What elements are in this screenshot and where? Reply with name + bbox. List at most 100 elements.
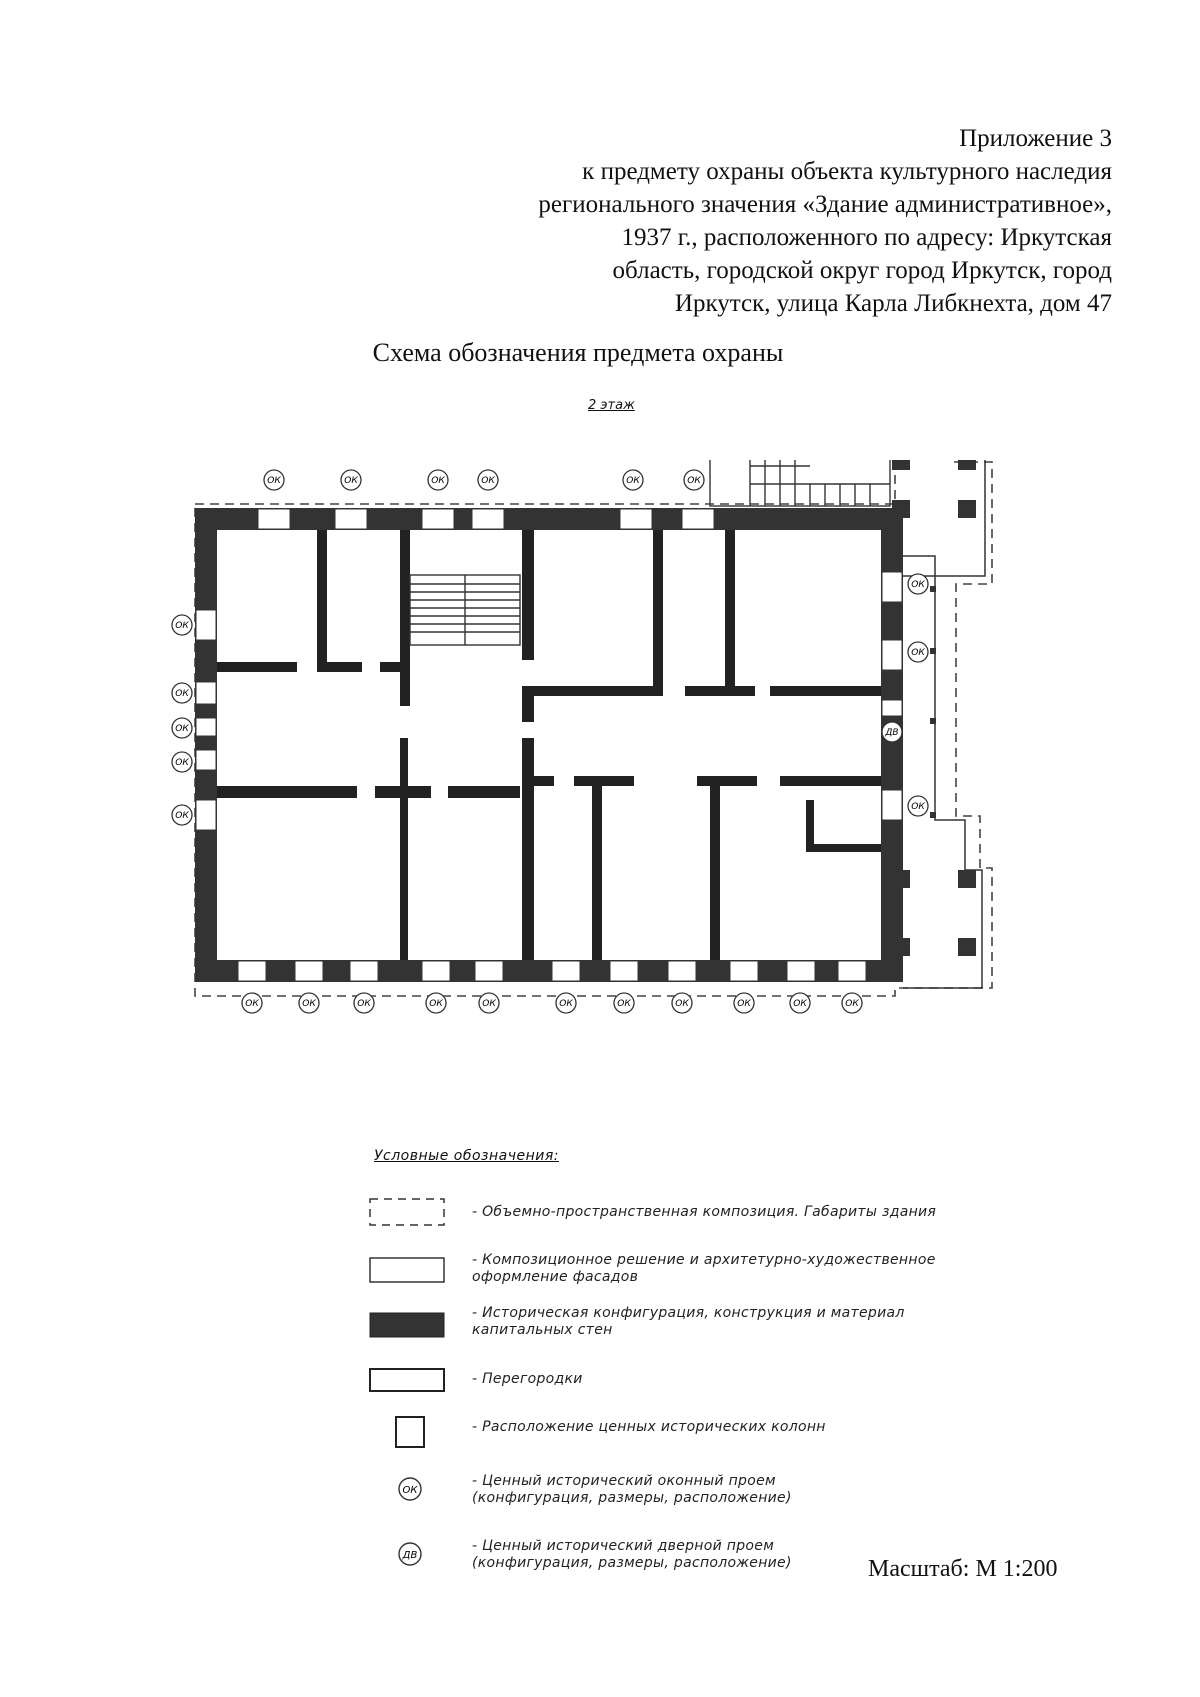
partition-rect-symbol <box>369 1368 445 1392</box>
window-opening <box>257 508 291 530</box>
annex <box>892 460 986 989</box>
ok-window-marker: ОК <box>171 751 193 773</box>
column <box>892 500 910 518</box>
ok-window-marker: ОК <box>478 992 500 1014</box>
ok-window-marker: ОК <box>353 992 375 1014</box>
ok-marker-text: ОК <box>302 999 316 1009</box>
legend-text: - Ценный исторический оконный проем (кон… <box>472 1473 792 1507</box>
window-opening <box>294 960 324 982</box>
interior-wall <box>780 776 881 786</box>
historic-columns <box>892 460 976 956</box>
ok-window-marker: ОК <box>241 992 263 1014</box>
window-opening <box>729 960 759 982</box>
interior-wall <box>217 786 357 798</box>
legend-heading: Условные обозначения: <box>374 1148 559 1164</box>
column <box>958 870 976 888</box>
legend-item: ОК - Ценный исторический оконный проем (… <box>368 1473 968 1533</box>
interior-wall <box>534 776 554 786</box>
document-title: Схема обозначения предмета охраны <box>0 338 1200 368</box>
interior-wall <box>806 844 881 852</box>
window-opening <box>619 508 653 530</box>
window-opening <box>195 681 217 705</box>
ok-marker-text: ОК <box>175 758 189 768</box>
column <box>958 500 976 518</box>
legend-item: ДВ - Ценный исторический дверной проем (… <box>368 1538 968 1598</box>
ok-window-marker: ОК <box>298 992 320 1014</box>
interior-wall <box>317 530 327 672</box>
ok-window-marker: ОК <box>555 992 577 1014</box>
legend-text: - Объемно-пространственная композиция. Г… <box>472 1204 936 1221</box>
floor-plan: ОК ОК ОК ОК ОК ОК ОК ОК ОК ОК ОК ОК ОК О… <box>171 460 993 1014</box>
interior-wall <box>574 776 634 786</box>
legend-line: - Ценный исторический дверной проем <box>472 1538 775 1554</box>
interior-wall <box>685 686 755 696</box>
header-line: Иркутск, улица Карла Либкнехта, дом 47 <box>674 290 1112 317</box>
header-line: к предмету охраны объекта культурного на… <box>582 158 1112 185</box>
ok-marker-text: ОК <box>737 999 751 1009</box>
ok-marker-text: ОК <box>175 724 189 734</box>
appendix-header: Приложение 3 к предмету охраны объекта к… <box>352 122 1112 320</box>
ok-marker-text: ОК <box>481 476 495 486</box>
ok-window-marker: ОК <box>171 682 193 704</box>
ok-marker-text: ОК <box>845 999 859 1009</box>
header-line: регионального значения «Здание администр… <box>538 191 1112 218</box>
dv-marker-text: ДВ <box>884 728 898 738</box>
window-opening <box>195 799 217 831</box>
legend-line: - Ценный исторический оконный проем <box>472 1473 776 1489</box>
legend-line: - Перегородки <box>472 1371 583 1387</box>
dv-door-marker: ДВ <box>881 721 903 743</box>
ok-window-marker: ОК <box>841 992 863 1014</box>
legend-line: - Расположение ценных исторических колон… <box>472 1419 826 1435</box>
column <box>958 460 976 470</box>
interior-wall <box>653 530 663 696</box>
annex-tower <box>903 460 986 577</box>
interior-wall <box>317 662 362 672</box>
window-opening <box>881 639 903 671</box>
column-square-symbol <box>395 1416 425 1448</box>
ok-window-marker: ОК <box>171 717 193 739</box>
steps-outline <box>709 460 891 507</box>
ok-window-marker: ОК <box>427 469 449 491</box>
column <box>958 938 976 956</box>
ok-marker-text: ОК <box>793 999 807 1009</box>
header-line: область, городской округ город Иркутск, … <box>612 257 1112 284</box>
window-opening <box>421 508 455 530</box>
ok-markers: ОК ОК ОК ОК ОК ОК ОК ОК ОК ОК ОК ОК ОК О… <box>171 469 929 1014</box>
legend-line: - Историческая конфигурация, конструкция… <box>472 1305 905 1321</box>
ok-window-marker: ОК <box>907 795 929 817</box>
interior-wall <box>400 530 410 672</box>
legend-item: - Перегородки <box>368 1365 968 1425</box>
dv-marker-symbol: ДВ <box>398 1542 422 1566</box>
ok-marker-text: ОК <box>175 811 189 821</box>
window-opening <box>667 960 697 982</box>
entrance-steps <box>709 460 891 507</box>
ok-marker-text: ОК <box>559 999 573 1009</box>
pillar <box>930 648 936 654</box>
interior-wall <box>725 530 735 696</box>
ok-window-marker: ОК <box>907 573 929 595</box>
ok-window-marker: ОК <box>263 469 285 491</box>
legend-line: (конфигурация, размеры, расположение) <box>472 1555 792 1571</box>
interior-wall <box>400 672 410 706</box>
legend-line: капитальных стен <box>472 1322 613 1338</box>
ok-window-marker: ОК <box>171 614 193 636</box>
ok-window-marker: ОК <box>622 469 644 491</box>
ok-marker-text: ОК <box>482 999 496 1009</box>
staircase <box>409 574 521 646</box>
ok-marker-text: ОК <box>911 802 925 812</box>
interior-wall <box>522 686 662 696</box>
ok-marker-text: ОК <box>431 476 445 486</box>
window-opening <box>195 749 217 771</box>
interior-wall <box>217 662 297 672</box>
ok-marker-text: ОК <box>267 476 281 486</box>
ok-window-marker: ОК <box>171 804 193 826</box>
legend-item: - Расположение ценных исторических колон… <box>368 1413 968 1473</box>
interior-walls <box>217 530 881 960</box>
ok-marker-text: ОК <box>617 999 631 1009</box>
window-opening <box>786 960 816 982</box>
interior-wall <box>448 786 520 798</box>
legend-text: - Перегородки <box>472 1371 583 1388</box>
interior-wall <box>380 662 410 672</box>
legend-item: - Объемно-пространственная композиция. Г… <box>368 1196 968 1256</box>
window-opening <box>609 960 639 982</box>
